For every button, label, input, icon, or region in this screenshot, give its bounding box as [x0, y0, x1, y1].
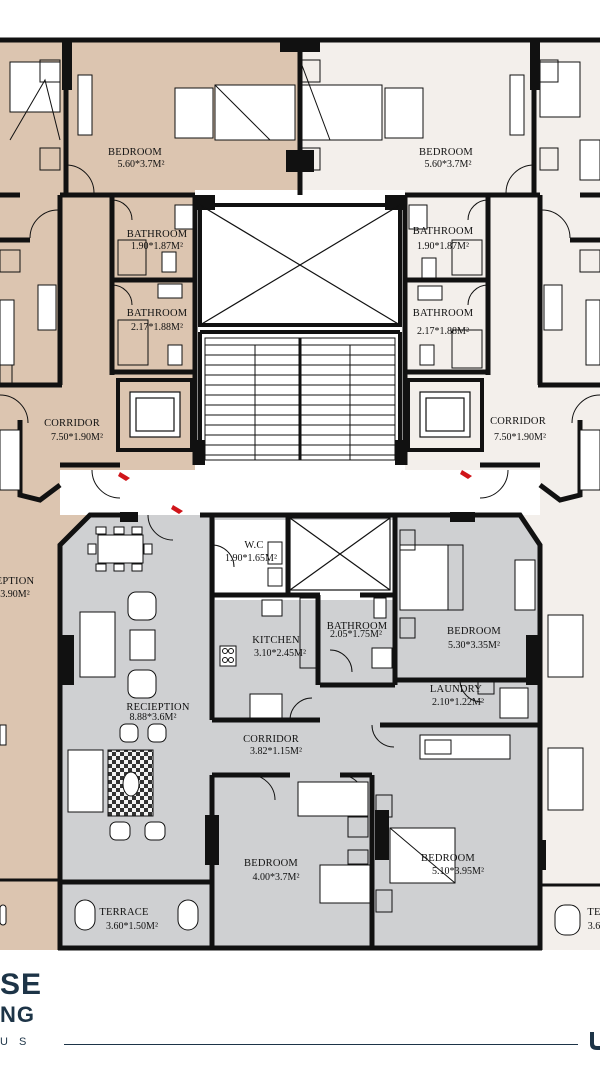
- room-area: 3.90M²: [0, 589, 29, 600]
- room-area: 7.50*1.90M²: [494, 432, 546, 443]
- room-label: LAUNDRY: [430, 684, 482, 695]
- room-label: BATHROOM: [413, 308, 474, 319]
- room-area: 2.17*1.88M²: [131, 322, 183, 333]
- room-label: CORRIDOR: [44, 418, 100, 429]
- floor-plan: BEDROOM 5.60*3.7M² BEDROOM 5.60*3.7M² BA…: [0, 37, 600, 951]
- room-label: KITCHEN: [252, 635, 300, 646]
- washing-machine-icon: [477, 681, 529, 719]
- room-area: 5.60*3.7M²: [118, 159, 165, 170]
- room-label: BATHROOM: [127, 229, 188, 240]
- dining-table-icon: [87, 526, 153, 572]
- corridor-pods: [0, 429, 600, 491]
- sink-icon: [157, 204, 443, 669]
- shower-icon: [117, 239, 483, 369]
- room-label: BATHROOM: [413, 226, 474, 237]
- sofa-icon: [0, 591, 167, 841]
- room-area: 1.90*1.65M²: [225, 553, 277, 564]
- room-area: 4.00*3.7M²: [253, 872, 300, 883]
- toilet-icon: [161, 251, 437, 619]
- room-area: 1.90*1.87M²: [131, 241, 183, 252]
- room-label: CORRIDOR: [243, 734, 299, 745]
- room-label: TERRACE: [99, 907, 148, 918]
- room-label: EPTION: [0, 576, 34, 587]
- room-area: 5.30*3.35M²: [448, 640, 500, 651]
- room-area: 5.60*3.7M²: [425, 159, 472, 170]
- stairs-icon: [204, 337, 396, 461]
- brand-logo-line1: SE: [0, 968, 43, 1001]
- columns: [62, 40, 546, 870]
- room-label: BATHROOM: [327, 621, 388, 632]
- room-label: BEDROOM: [421, 853, 475, 864]
- room-area: 2.05*1.75M²: [330, 629, 382, 640]
- room-label: BEDROOM: [244, 858, 298, 869]
- brand-logo-line2: NG: [0, 1002, 35, 1027]
- room-label: CORRIDOR: [490, 416, 546, 427]
- stove-icon: [219, 597, 317, 719]
- door-marker-icon: [118, 470, 472, 514]
- room-label: BEDROOM: [108, 147, 162, 158]
- front-shaft: [289, 517, 391, 591]
- room-labels: BEDROOM 5.60*3.7M² BEDROOM 5.60*3.7M² BA…: [0, 147, 600, 932]
- bed-icon: [9, 59, 296, 171]
- footer-divider: [64, 1044, 578, 1045]
- room-label: RECIEPTION: [126, 702, 189, 713]
- room-area: 5.10*3.95M²: [432, 866, 484, 877]
- elevator-icon: [129, 391, 471, 438]
- elevator-shaft: [199, 204, 401, 326]
- furniture: [0, 59, 600, 936]
- room-area: 7.50*1.90M²: [51, 432, 103, 443]
- room-area: 3.6: [588, 921, 600, 932]
- room-label: BATHROOM: [127, 308, 188, 319]
- room-area: 3.60*1.50M²: [106, 921, 158, 932]
- doors: [0, 164, 600, 801]
- room-area: 3.10*2.45M²: [254, 648, 306, 659]
- brand-mark-icon: [590, 1032, 600, 1050]
- room-label: BEDROOM: [419, 147, 473, 158]
- brand-footer: SE NG U S: [0, 960, 600, 1080]
- room-area: 2.10*1.22M²: [432, 697, 484, 708]
- room-label: W.C: [244, 540, 263, 551]
- walls: [0, 37, 600, 951]
- room-label: BEDROOM: [447, 626, 501, 637]
- room-area: 2.17*1.88M²: [417, 326, 469, 337]
- room-area: 8.88*3.6M²: [130, 712, 177, 723]
- brand-tagline: U S: [0, 1036, 31, 1048]
- room-area: 3.82*1.15M²: [250, 746, 302, 757]
- room-area: 1.90*1.87M²: [417, 241, 469, 252]
- room-label: TE: [587, 907, 600, 918]
